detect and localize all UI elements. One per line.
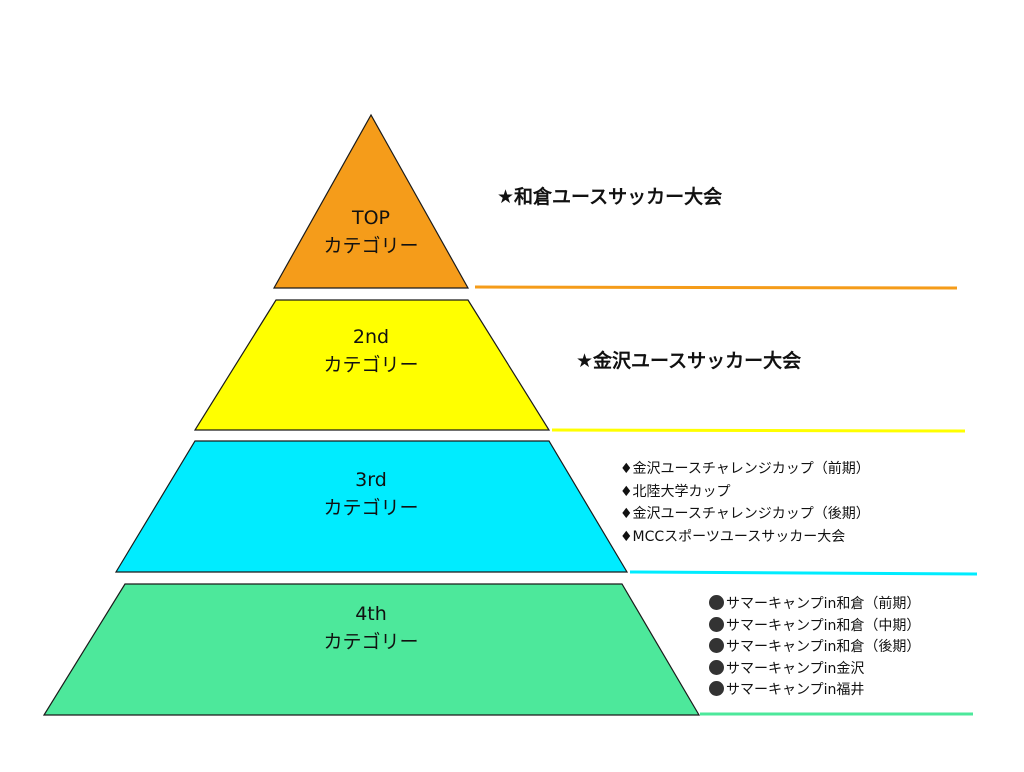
tier-top-divider (474, 285, 958, 290)
tier-top-label-line1: TOP (351, 207, 391, 229)
circle-bullet-icon (709, 616, 724, 632)
tier-top-label: TOP カテゴリー (291, 204, 451, 260)
list-item: サマーキャンプin金沢 (709, 659, 920, 681)
list-item: サマーキャンプin福井 (709, 680, 920, 702)
tier-second-shape (193, 299, 551, 431)
list-item-text: サマーキャンプin和倉（中期） (726, 617, 921, 634)
list-item-text: サマーキャンプin和倉（前期） (726, 596, 921, 612)
tier-second-label: 2nd カテゴリー (291, 323, 451, 379)
tier-third-label-line1: 3rd (355, 469, 387, 491)
tier-fourth-shape (42, 583, 701, 716)
list-item: サマーキャンプin和倉（後期） (709, 637, 920, 659)
circle-bullet-icon (709, 595, 724, 610)
circle-bullet-icon (709, 681, 724, 696)
tier-second-label-line1: 2nd (352, 326, 390, 348)
list-item: ♦MCCスポーツユースサッカー大会 (620, 528, 846, 545)
circle-bullet-icon (709, 659, 724, 675)
tier-fourth-event-list: サマーキャンプin和倉（前期） サマーキャンプin和倉（中期） サマーキャンプi… (709, 594, 920, 702)
tier-third-label: 3rd カテゴリー (291, 466, 451, 522)
tier-third-label-line2: カテゴリー (323, 497, 419, 519)
tier-third-divider (629, 570, 978, 576)
list-item-text: サマーキャンプin金沢 (726, 660, 865, 677)
tier-second-event: ★金沢ユースサッカー大会 (576, 350, 802, 372)
tier-fourth-label-line1: 4th (355, 603, 387, 625)
tier-third-shape (114, 440, 629, 573)
tier-second-divider (551, 428, 966, 433)
tier-top-shape (272, 113, 470, 289)
tier-top-event: ★和倉ユースサッカー大会 (497, 186, 723, 208)
list-item: サマーキャンプin和倉（中期） (709, 616, 920, 638)
list-item-text: サマーキャンプin福井 (726, 682, 865, 698)
list-item-text: サマーキャンプin和倉（後期） (726, 639, 921, 655)
list-item: ♦金沢ユースチャレンジカップ（前期） (620, 461, 870, 477)
tier-fourth-label-line2: カテゴリー (323, 631, 419, 653)
tier-second-label-line2: カテゴリー (323, 354, 419, 376)
list-item: サマーキャンプin和倉（前期） (709, 594, 920, 616)
tier-top-label-line2: カテゴリー (323, 235, 419, 257)
tier-fourth-label: 4th カテゴリー (291, 600, 451, 656)
list-item: ♦北陸大学カップ (620, 483, 731, 500)
list-item: ♦金沢ユースチャレンジカップ（後期） (620, 506, 870, 522)
circle-bullet-icon (709, 638, 724, 653)
tier-third-event-list: ♦金沢ユースチャレンジカップ（前期） ♦北陸大学カップ ♦金沢ユースチャレンジカ… (620, 458, 870, 548)
